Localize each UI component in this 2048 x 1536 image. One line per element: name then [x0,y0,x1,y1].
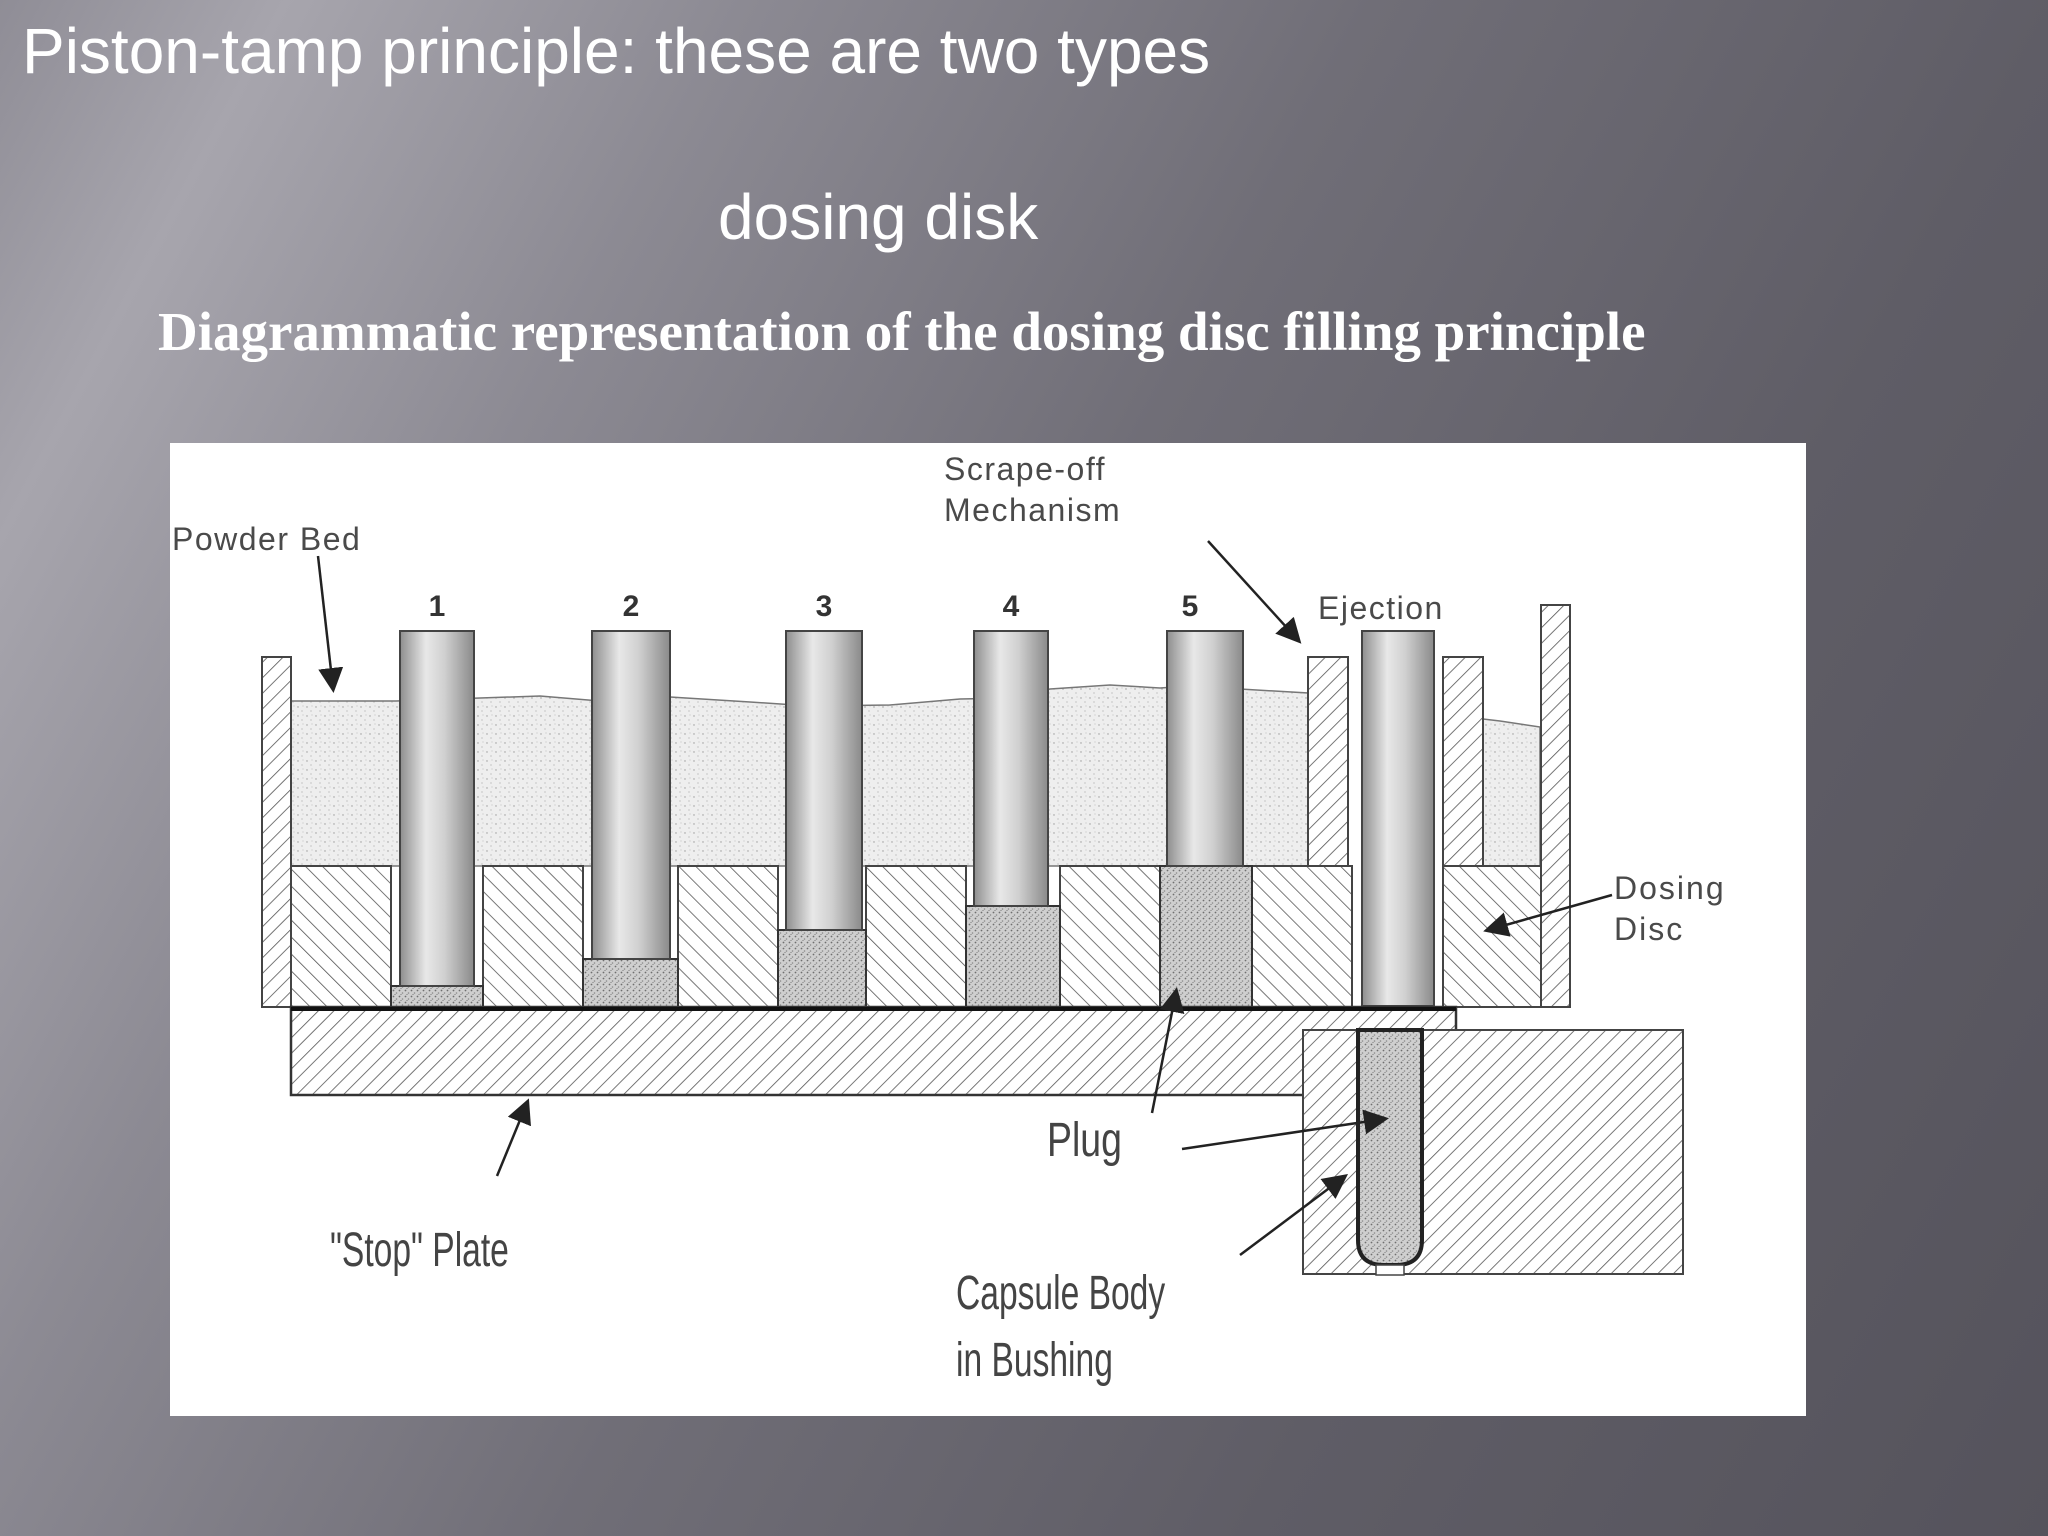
label-mechanism: Mechanism [944,492,1121,528]
right-wall [1540,604,1571,1008]
arrow-powder-bed [316,555,344,693]
arrow-stop-plate [495,1098,531,1177]
arrow-plug-capsule [1181,1109,1389,1151]
slide-subtitle: dosing disk [718,181,1039,253]
powder-plugs [390,865,1253,1008]
scrape-wall-right [1442,656,1484,868]
arrow-plug-disc [1150,987,1185,1114]
stop-plate [289,1005,1458,1097]
label-scrape-off: Scrape-off [944,451,1106,487]
tamping-pistons [399,630,1435,1007]
figure-caption: Diagrammatic representation of the dosin… [158,301,1646,362]
arrow-dosing-disc [1483,893,1613,937]
label-powder-bed: Powder Bed [172,521,361,557]
dosing-disc [290,865,1542,1008]
label-capsule-body: Capsule Body [956,1265,1165,1319]
label-disc: Disc [1614,911,1684,947]
station-number-2: 2 [623,590,640,623]
label-dosing: Dosing [1614,870,1726,906]
powder-bed-right [1482,718,1541,867]
arrow-capsule-body [1239,1174,1348,1256]
station-number-1: 1 [429,590,446,623]
label-plug: Plug [1047,1114,1122,1168]
leader-arrows [316,540,1613,1256]
capsule-body [1356,1028,1424,1267]
station-number-3: 3 [816,590,833,623]
label-ejection: Ejection [1318,590,1444,626]
label-stop-plate: "Stop" Plate [330,1222,509,1276]
slide-title: Piston-tamp principle: these are two typ… [22,15,1211,87]
label-in-bushing: in Bushing [956,1332,1113,1386]
dosing-disc-diagram: 1 2 3 4 5 Powder Bed Scrape-off Mechanis… [170,443,1806,1416]
station-number-4: 4 [1003,590,1020,623]
left-wall [261,656,292,1008]
station-number-5: 5 [1182,590,1199,623]
scrape-wall-left [1307,656,1349,868]
arrow-scrape-off [1207,540,1302,644]
